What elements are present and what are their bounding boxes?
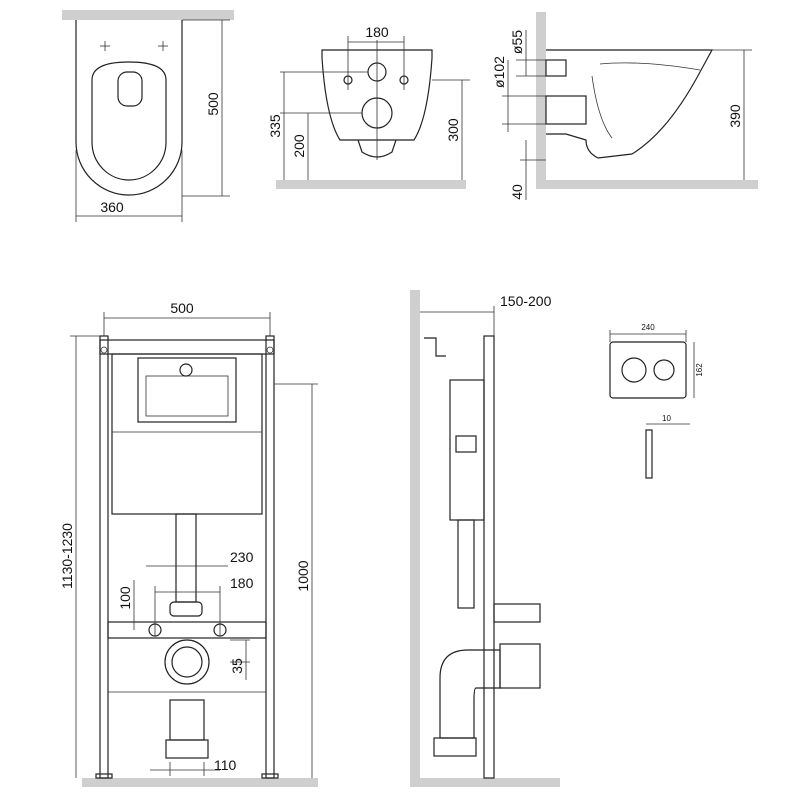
front-floor [82,778,318,787]
drain-inner [171,646,203,678]
rear-left-height-label: 335 [267,114,283,138]
mounting-bar [107,621,267,639]
rod-height-label: 100 [117,586,133,610]
drain-outer [164,639,210,685]
plan-width-label: 360 [100,199,124,215]
rod-spacing-outer-label: 230 [230,549,254,565]
rear-inlet-height-label: 200 [291,134,307,158]
plan-wall [62,10,234,20]
side-frame-wall [410,290,420,784]
drain-elbow [169,699,205,741]
inlet-dia-label: ø55 [509,30,525,54]
plan-depth-label: 500 [205,92,221,116]
flush-plate-profile [645,429,653,479]
outlet-dia-label: ø102 [491,56,507,88]
bowl-inner-side [591,62,701,139]
side-base-label: 40 [509,184,525,200]
inlet-stub [545,59,567,77]
rear-right-height-label: 300 [445,118,461,142]
frame-top-rail [99,339,275,355]
side-view: ø55 ø102 40 390 [491,12,758,200]
frame-support-height-label: 1000 [295,560,311,591]
inlet-pipe-side [493,603,541,623]
drain-socket-side [499,643,541,689]
flush-button-large [621,357,647,383]
side-wall [536,12,546,188]
drain-offset-label: 35 [229,658,245,674]
rear-view: 180 335 200 300 [267,24,470,189]
plate-thickness-label: 10 [662,414,671,423]
mounting-mark-left [100,41,110,51]
drain-bend-side [439,649,501,739]
flush-opening [137,357,237,423]
side-floor [536,180,758,189]
frame-upright-side [483,335,495,779]
seat-outline [91,61,167,181]
frame-post-right [265,335,275,779]
seat-opening [117,71,143,107]
flush-plate-view: 240 162 10 [609,323,704,479]
side-frame-floor [410,778,560,787]
rear-floor [276,180,466,189]
frame-base-label: 110 [214,757,237,773]
toilet-outline-rear [321,49,433,141]
outlet-stub [545,95,587,125]
rod-spacing-inner-label: 180 [230,575,254,591]
frame-width-label: 500 [170,300,194,316]
rear-spacing-label: 180 [365,24,389,40]
plate-height-label: 162 [695,363,704,377]
toilet-outline-plan [75,20,183,196]
flush-plate [609,341,687,399]
frame-front-view: 500 1130-1230 1000 230 180 100 35 110 [59,300,318,787]
flush-valve [179,363,193,377]
flush-button-small [653,359,675,381]
downpipe-side [457,519,475,609]
downpipe [175,513,197,603]
frame-total-height-label: 1130-1230 [59,523,75,589]
mounting-mark-right [158,41,168,51]
side-height-label: 390 [727,104,743,128]
frame-post-left [99,335,109,779]
plan-view: 500 360 [62,10,234,222]
cistern-side [449,379,485,521]
plate-width-label: 240 [641,323,655,332]
frame-side-view: 150-200 [410,290,560,787]
toilet-outline-side [546,49,714,159]
frame-depth-label: 150-200 [500,293,552,309]
cistern-body [111,353,263,515]
